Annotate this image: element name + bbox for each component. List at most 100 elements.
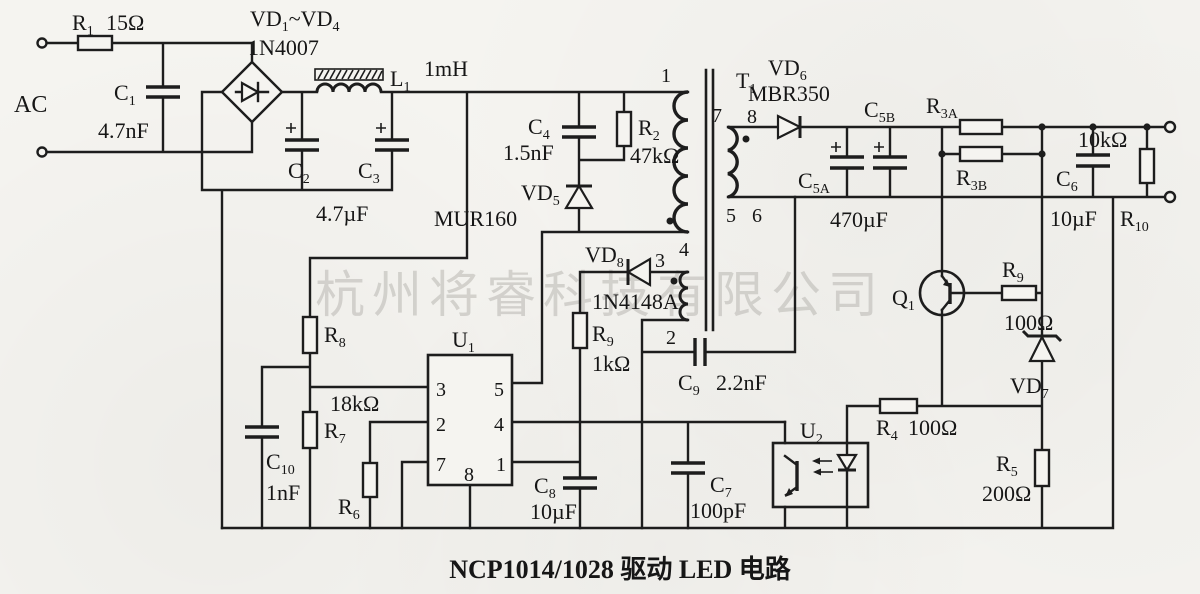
t1-pin-6: 6 [752,205,762,227]
label-r10: R10 [1120,206,1149,235]
zener-vd7 [1021,329,1063,363]
value-r4: 100Ω [908,415,957,440]
resistor-r9-aux [571,311,589,350]
value-vd8: 1N4148A [592,289,679,314]
value-c9: 2.2nF [716,370,767,395]
label-vd1-vd4: VD1~VD4 [250,6,339,35]
label-l1: L1 [390,66,410,95]
u1-pin-3: 3 [436,379,446,401]
wiring [40,41,1167,530]
u1-pin-2: 2 [436,414,446,436]
core-bar-icon [314,68,384,81]
resistor-r7 [301,410,319,450]
value-c2-c3: 4.7µF [316,201,368,226]
label-c5a: C5A [798,168,831,197]
bridge-diode-icon [240,81,261,103]
value-vd6: MBR350 [748,81,830,106]
resistor-r10 [1138,147,1156,185]
led-icon [836,453,858,473]
resistor-r9-base [1000,284,1038,302]
diode-icon [564,183,594,210]
capacitor-c5a [830,142,864,170]
secondary-winding [727,125,739,199]
capacitor-c4 [562,125,596,139]
light-arrow-icon [813,468,821,476]
diode-vd8 [625,257,652,287]
diode-vd6 [776,114,803,140]
plus-icon [376,123,386,133]
capacitor-c9 [693,338,707,366]
watermark-text: 杭州将睿科技有限公司 [315,267,885,323]
label-u1: U1 [452,327,475,356]
value-r9-aux: 1kΩ [592,351,630,376]
label-r7: R7 [324,418,346,447]
value-c1: 4.7nF [98,118,149,143]
plus-icon [831,142,841,152]
optocoupler-body [771,441,870,509]
value-l1: 1mH [424,56,468,81]
ic-u1-body [426,353,514,487]
inductor-l1 [314,68,384,93]
t1-pin-3: 3 [655,250,665,272]
label-vd7: VD7 [1010,373,1049,402]
value-r1: 15Ω [106,10,144,35]
label-r3b: R3B [956,165,987,194]
polarity-dot [670,277,678,285]
capacitor-c6 [1076,153,1110,168]
resistor-r3b [958,145,1004,163]
transistor-q1 [918,269,966,317]
wire-net-input-primary [40,41,690,530]
capacitor-c5b [873,142,907,170]
junction-dots [938,123,1151,158]
terminal-out-negative [1163,190,1177,204]
value-r2: 47kΩ [630,143,679,168]
value-c4: 1.5nF [503,140,554,165]
label-c6: C6 [1056,166,1078,195]
label-c9: C9 [678,370,700,399]
terminal-ac-bottom [36,146,48,158]
resistor-r4 [878,397,919,415]
label-r8: R8 [324,322,346,351]
label-r5: R5 [996,451,1018,480]
u1-pin-5: 5 [494,379,504,401]
junction-dot [1038,150,1046,158]
wire-net-secondary-output [220,125,1167,530]
light-arrow-icon [812,457,820,465]
capacitor-c8 [563,476,597,490]
value-c10: 1nF [266,480,300,505]
capacitor-c2 [285,123,319,152]
label-r2: R2 [638,115,660,144]
junction-dot [1038,123,1046,131]
terminal-out-positive [1163,120,1177,134]
capacitor-c1 [146,85,180,99]
label-c7: C7 [710,472,732,501]
transistor-body-icon [918,269,966,317]
diagram-title: NCP1014/1028 驱动 LED 电路 [449,554,792,584]
value-r9-base: 100Ω [1004,310,1053,335]
resistor-r3a [958,118,1004,136]
t1-pin-7: 7 [712,105,722,127]
label-c1: C1 [114,80,136,109]
label-c8: C8 [534,473,556,502]
value-c5: 470µF [830,207,888,232]
u1-pin-8: 8 [464,464,474,486]
plus-icon [286,123,296,133]
label-c3: C3 [358,158,380,187]
t1-pin-1: 1 [661,65,671,87]
value-r5: 200Ω [982,481,1031,506]
label-r3a: R3A [926,93,959,122]
emitter-arrow-icon [943,279,950,287]
u1-pin-4: 4 [494,414,504,436]
label-r1: R1 [72,10,94,39]
value-vd5: MUR160 [434,206,517,231]
t1-pin-5: 5 [726,205,736,227]
t1-pin-2: 2 [666,327,676,349]
t1-pin-8: 8 [747,106,757,128]
label-r9-base: R9 [1002,257,1024,286]
diode-icon [1028,334,1056,363]
resistor-r2 [615,110,633,148]
resistor-r6 [361,461,379,499]
u1-pin-7: 7 [436,454,446,476]
